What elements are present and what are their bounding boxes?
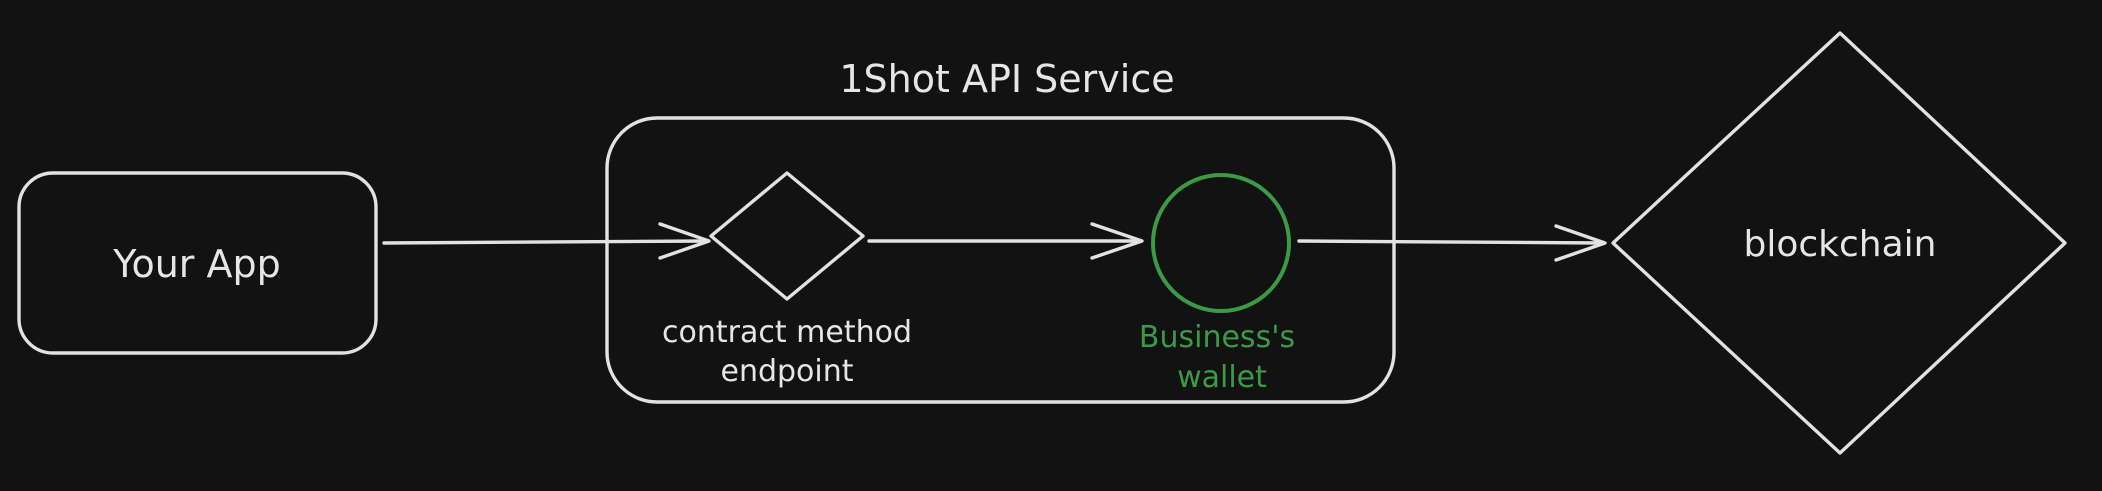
wallet-label-line1: Business's	[1139, 320, 1295, 355]
api-service-title: 1Shot API Service	[839, 57, 1174, 101]
arrow-line	[382, 239, 709, 245]
api-service-box	[605, 116, 1396, 404]
api-service-container[interactable]: 1Shot API Service	[605, 57, 1396, 404]
wallet-circle	[1151, 173, 1291, 313]
your-app-label: Your App	[112, 242, 280, 286]
arrow-app-to-endpoint	[382, 222, 711, 260]
endpoint-label-line2: endpoint	[720, 354, 853, 389]
blockchain-node[interactable]: blockchain	[1611, 31, 2067, 455]
arrow-head	[1554, 224, 1607, 262]
wallet-label-line2: wallet	[1177, 360, 1267, 395]
arrow-line	[1297, 239, 1605, 245]
arrow-wallet-to-blockchain	[1297, 224, 1607, 262]
your-app-box	[17, 171, 378, 355]
endpoint-label-line1: contract method	[662, 315, 912, 350]
arrow-endpoint-to-wallet	[867, 222, 1144, 260]
your-app-node[interactable]: Your App	[17, 171, 378, 355]
blockchain-diamond	[1611, 31, 2067, 455]
arrow-head	[658, 222, 711, 260]
blockchain-label: blockchain	[1743, 224, 1936, 265]
arrow-head	[1090, 222, 1144, 260]
endpoint-diamond	[709, 171, 865, 301]
endpoint-node[interactable]: contract method endpoint	[662, 171, 912, 389]
wallet-node[interactable]: Business's wallet	[1139, 173, 1295, 395]
